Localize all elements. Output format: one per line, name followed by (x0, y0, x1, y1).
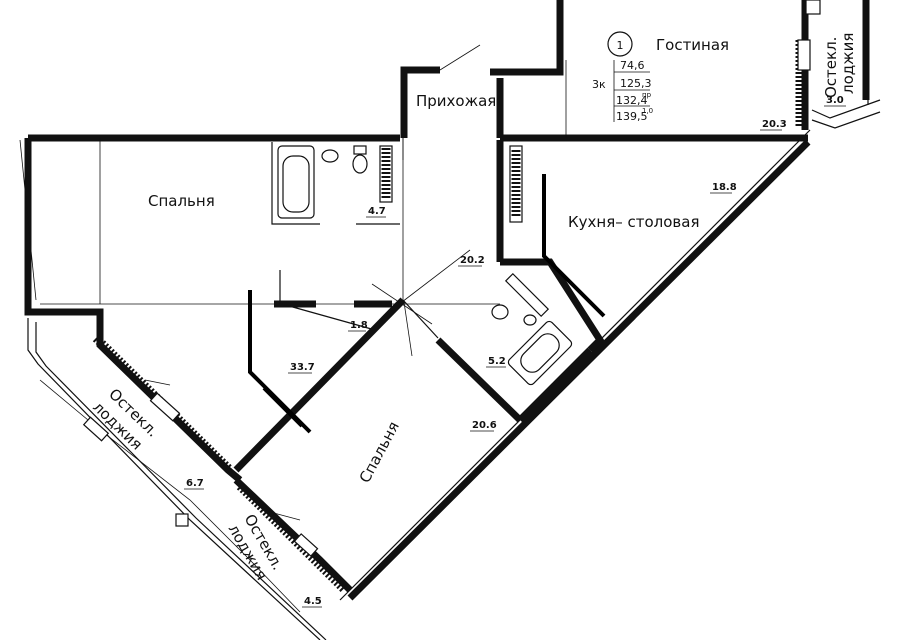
interior-walls (19, 44, 605, 521)
apartment-type: 3к (592, 78, 606, 91)
area-coef-sup: 1,0 (642, 107, 653, 115)
loggia-right-line2: лоджия (839, 33, 857, 94)
area-labels: 20.3 3.0 18.8 4.7 20.2 1.8 33.7 5.2 20.6… (184, 95, 846, 608)
toilet-top (352, 145, 368, 174)
bathtub-bottom (507, 320, 573, 386)
area-label-kitchen: 18.8 (712, 182, 737, 193)
loggia-right-line1: Остекл. (822, 37, 840, 98)
area-total: 125,3 (620, 77, 652, 90)
area-label-corridor: 20.2 (460, 255, 485, 266)
wardrobe-lines (248, 174, 606, 434)
toilet-bottom (491, 304, 537, 326)
area-label-bedroom-bottom: 20.6 (472, 420, 497, 431)
area-label-loggia-right: 3.0 (826, 95, 844, 106)
area-label-loggia-bottom: 4.5 (304, 596, 322, 607)
radiator-kitchen (509, 145, 523, 223)
room-bedroom-bottom: Спальня (356, 419, 403, 486)
area-label-living: 20.3 (762, 119, 787, 130)
area-label-bath-bottom: 5.2 (488, 356, 506, 367)
area-with-coef: 139,5 (616, 110, 648, 123)
sink-top (321, 149, 339, 163)
room-kitchen: Кухня– столовая (568, 213, 699, 231)
bathtub-top (277, 145, 315, 219)
apartment-number: 1 (617, 39, 624, 52)
area-label-bath-top: 4.7 (368, 206, 386, 217)
radiator-bottom (504, 272, 550, 318)
radiator-top (379, 145, 393, 203)
room-living: Гостиная (656, 36, 729, 54)
area-label-loggia-left: 6.7 (186, 478, 204, 489)
area-reduced-sup: пр (642, 91, 652, 99)
area-label-closet: 1.8 (350, 320, 368, 331)
area-living: 74,6 (620, 59, 645, 72)
exterior-walls (24, 0, 870, 601)
loggia-labels: Остекл. лоджия Остекл. лоджия Остекл. ло… (89, 33, 857, 584)
area-label-bedroom-top: 33.7 (290, 362, 315, 373)
area-reduced: 132,4 (616, 94, 648, 107)
apartment-info: 1 3к 74,6 125,3 132,4 пр 139,5 1,0 (592, 31, 653, 123)
room-hall: Прихожая (416, 92, 496, 110)
room-bedroom-top: Спальня (148, 192, 215, 210)
loggia-outlines (27, 0, 881, 640)
